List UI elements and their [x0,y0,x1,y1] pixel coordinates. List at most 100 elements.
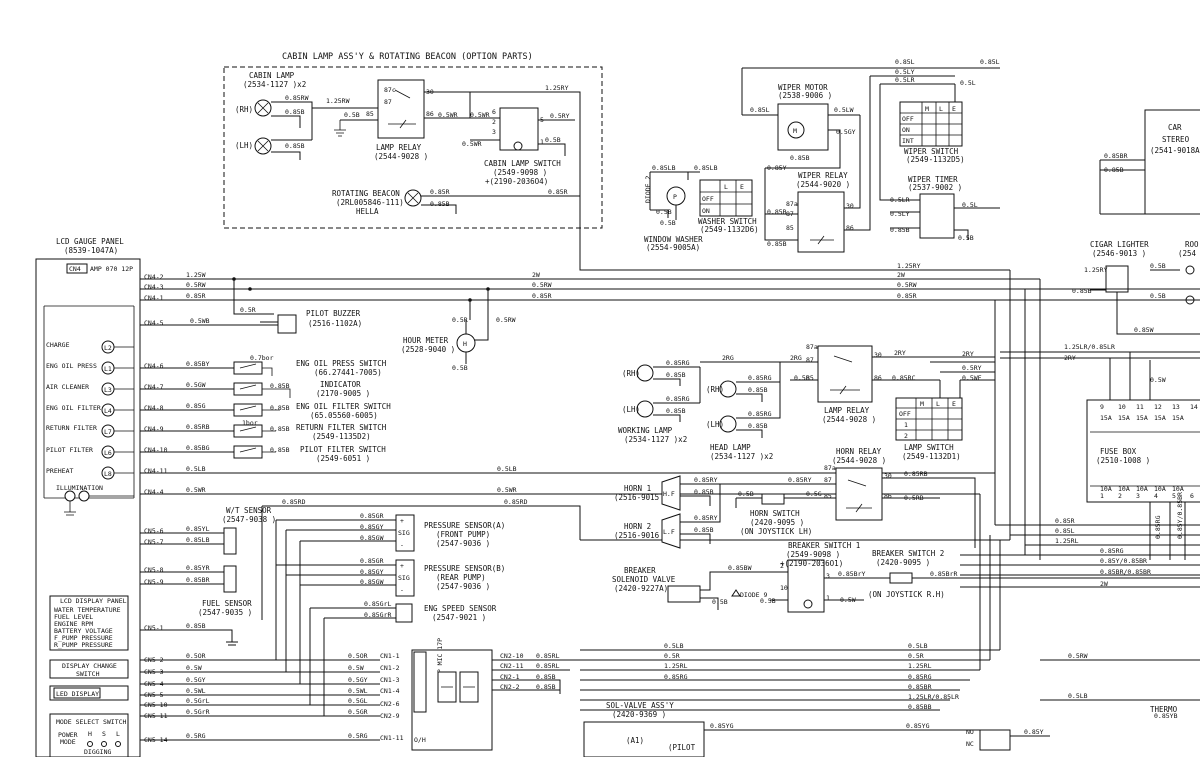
horn-1-icon [661,475,681,511]
svg-text:CN1-1: CN1-1 [380,652,400,660]
head-lamp-lh-icon [719,415,737,433]
svg-text:CN2-6: CN2-6 [380,700,400,708]
svg-text:ILLUMINATION: ILLUMINATION [56,484,103,492]
svg-text:30: 30 [874,351,882,359]
svg-text:11: 11 [1136,403,1144,411]
svg-text:(2420-9227A): (2420-9227A) [614,584,668,593]
svg-text:0.5LB: 0.5LB [908,642,928,650]
svg-text:87a: 87a [786,200,798,208]
svg-text:(2549-1132D6): (2549-1132D6) [700,225,759,234]
svg-text:0.85RG: 0.85RG [1154,515,1162,539]
svg-text:CN5-6: CN5-6 [144,527,164,535]
svg-text:CN5-4: CN5-4 [144,680,164,688]
svg-text:CN2-9: CN2-9 [380,712,400,720]
svg-text:0.5B: 0.5B [738,490,754,498]
svg-text:0.5GrR: 0.5GrR [186,708,210,716]
svg-text:0.85Y: 0.85Y [1024,728,1044,736]
svg-text:0.5RW: 0.5RW [897,281,917,289]
horn-switch-icon [761,493,785,505]
svg-text:(2528-9040 ): (2528-9040 ) [401,345,455,354]
svg-text:85: 85 [786,224,794,232]
svg-text:0.5GY: 0.5GY [836,128,856,136]
svg-text:86: 86 [846,224,854,232]
right-section: CAR STEREO (2541-9018A) 0.85BR 0.85B CIG… [1000,109,1200,714]
svg-text:(2544-9020 ): (2544-9020 ) [796,180,850,189]
svg-text:HELLA: HELLA [356,207,379,216]
svg-text:2: 2 [904,432,908,440]
svg-text:ROTATING BEACON: ROTATING BEACON [332,189,400,198]
svg-text:CN5-1: CN5-1 [144,624,164,632]
svg-text:0.85R: 0.85R [430,188,450,196]
svg-text:CN4-8: CN4-8 [144,404,164,412]
svg-text:SIG: SIG [398,574,410,582]
svg-text:0.5B: 0.5B [545,136,561,144]
svg-text:LAMP SWITCH: LAMP SWITCH [904,443,954,452]
svg-text:0.85B: 0.85B [536,673,556,681]
svg-text:0.85B: 0.85B [536,683,556,691]
svg-text:NO: NO [966,728,974,736]
svg-text:0.85B: 0.85B [270,425,290,433]
svg-text:H: H [88,730,92,738]
svg-text:0.5LR: 0.5LR [890,196,910,204]
svg-text:0.5WF: 0.5WF [962,374,982,382]
svg-text:BREAKER SWITCH 1: BREAKER SWITCH 1 [788,541,860,550]
svg-text:0.5WR: 0.5WR [186,486,206,494]
svg-text:0.85R: 0.85R [897,292,917,300]
svg-text:CN1-2: CN1-2 [380,664,400,672]
svg-text:0.85RG: 0.85RG [666,395,690,403]
svg-text:0.85L: 0.85L [750,106,770,114]
indicator-icon [233,382,263,396]
svg-text:O/H: O/H [414,736,426,744]
svg-text:86: 86 [874,374,882,382]
horn-section: HORN 1 (2516-9015 ) HORN 2 (2516-9016 ) … [614,447,976,549]
svg-text:0.5RW: 0.5RW [1068,652,1088,660]
svg-text:SOLENOID VALVE: SOLENOID VALVE [612,575,676,584]
svg-text:AIR CLEANER: AIR CLEANER [46,383,89,391]
svg-text:S: S [102,730,106,738]
svg-text:0.5RY: 0.5RY [962,364,982,372]
svg-text:30: 30 [884,472,892,480]
svg-text:1.25RL: 1.25RL [908,662,932,670]
svg-text:0.85BW: 0.85BW [728,564,752,572]
svg-text:(LH): (LH) [706,420,724,429]
svg-text:ENG OIL PRESS SWITCH: ENG OIL PRESS SWITCH [296,359,387,368]
svg-text:0.85Y/0.85BR: 0.85Y/0.85BR [1176,492,1184,539]
svg-text:FUSE BOX: FUSE BOX [1100,447,1137,456]
svg-text:RETURN FILTER SWITCH: RETURN FILTER SWITCH [296,423,387,432]
svg-text:CN4-3: CN4-3 [144,283,164,291]
svg-text:5: 5 [1172,492,1176,500]
cabin-lamp-section: CABIN LAMP ASS'Y & ROTATING BEACON (OPTI… [223,52,1010,271]
svg-text:13: 13 [1172,403,1180,411]
eng-oil-filter-switch-icon [233,403,263,417]
svg-text:0.85BR: 0.85BR [1104,152,1128,160]
svg-text:0.85GY: 0.85GY [360,568,384,576]
svg-text:0.5WL: 0.5WL [186,687,206,695]
svg-text:(2547-9036 ): (2547-9036 ) [436,539,490,548]
working-lamp-rh-icon [636,364,654,382]
svg-text:15A: 15A [1118,414,1130,422]
svg-text:0.5B: 0.5B [1150,262,1166,270]
svg-text:1.25RY: 1.25RY [1084,266,1108,274]
svg-text:0.5WR: 0.5WR [497,486,517,494]
svg-text:0.5B: 0.5B [760,597,776,605]
svg-text:0.5W: 0.5W [186,664,202,672]
svg-text:HEAD LAMP: HEAD LAMP [710,443,751,452]
svg-text:FUEL SENSOR: FUEL SENSOR [202,599,252,608]
svg-text:0.5GL: 0.5GL [348,697,368,705]
svg-text:M: M [793,127,797,135]
svg-text:0.85BY: 0.85BY [186,360,210,368]
svg-text:(2544-9028 ): (2544-9028 ) [832,456,886,465]
svg-text:E: E [952,105,956,113]
svg-text:F_PUMP PRESSURE: F_PUMP PRESSURE [54,634,113,642]
svg-text:CN2-2: CN2-2 [500,683,520,691]
svg-text:0.5WR: 0.5WR [438,111,458,119]
svg-text:NC: NC [966,740,974,748]
svg-text:0.5LB: 0.5LB [497,465,517,473]
eng-oil-press-switch-icon [233,361,263,375]
svg-text:0.85RY: 0.85RY [694,514,718,522]
svg-text:(2554-9005A): (2554-9005A) [646,243,700,252]
svg-text:(2420-9369 ): (2420-9369 ) [612,710,666,719]
svg-text:CN5-5: CN5-5 [144,691,164,699]
svg-text:(ON JOYSTICK LH): (ON JOYSTICK LH) [740,527,812,536]
svg-text:0.5RW: 0.5RW [186,281,206,289]
